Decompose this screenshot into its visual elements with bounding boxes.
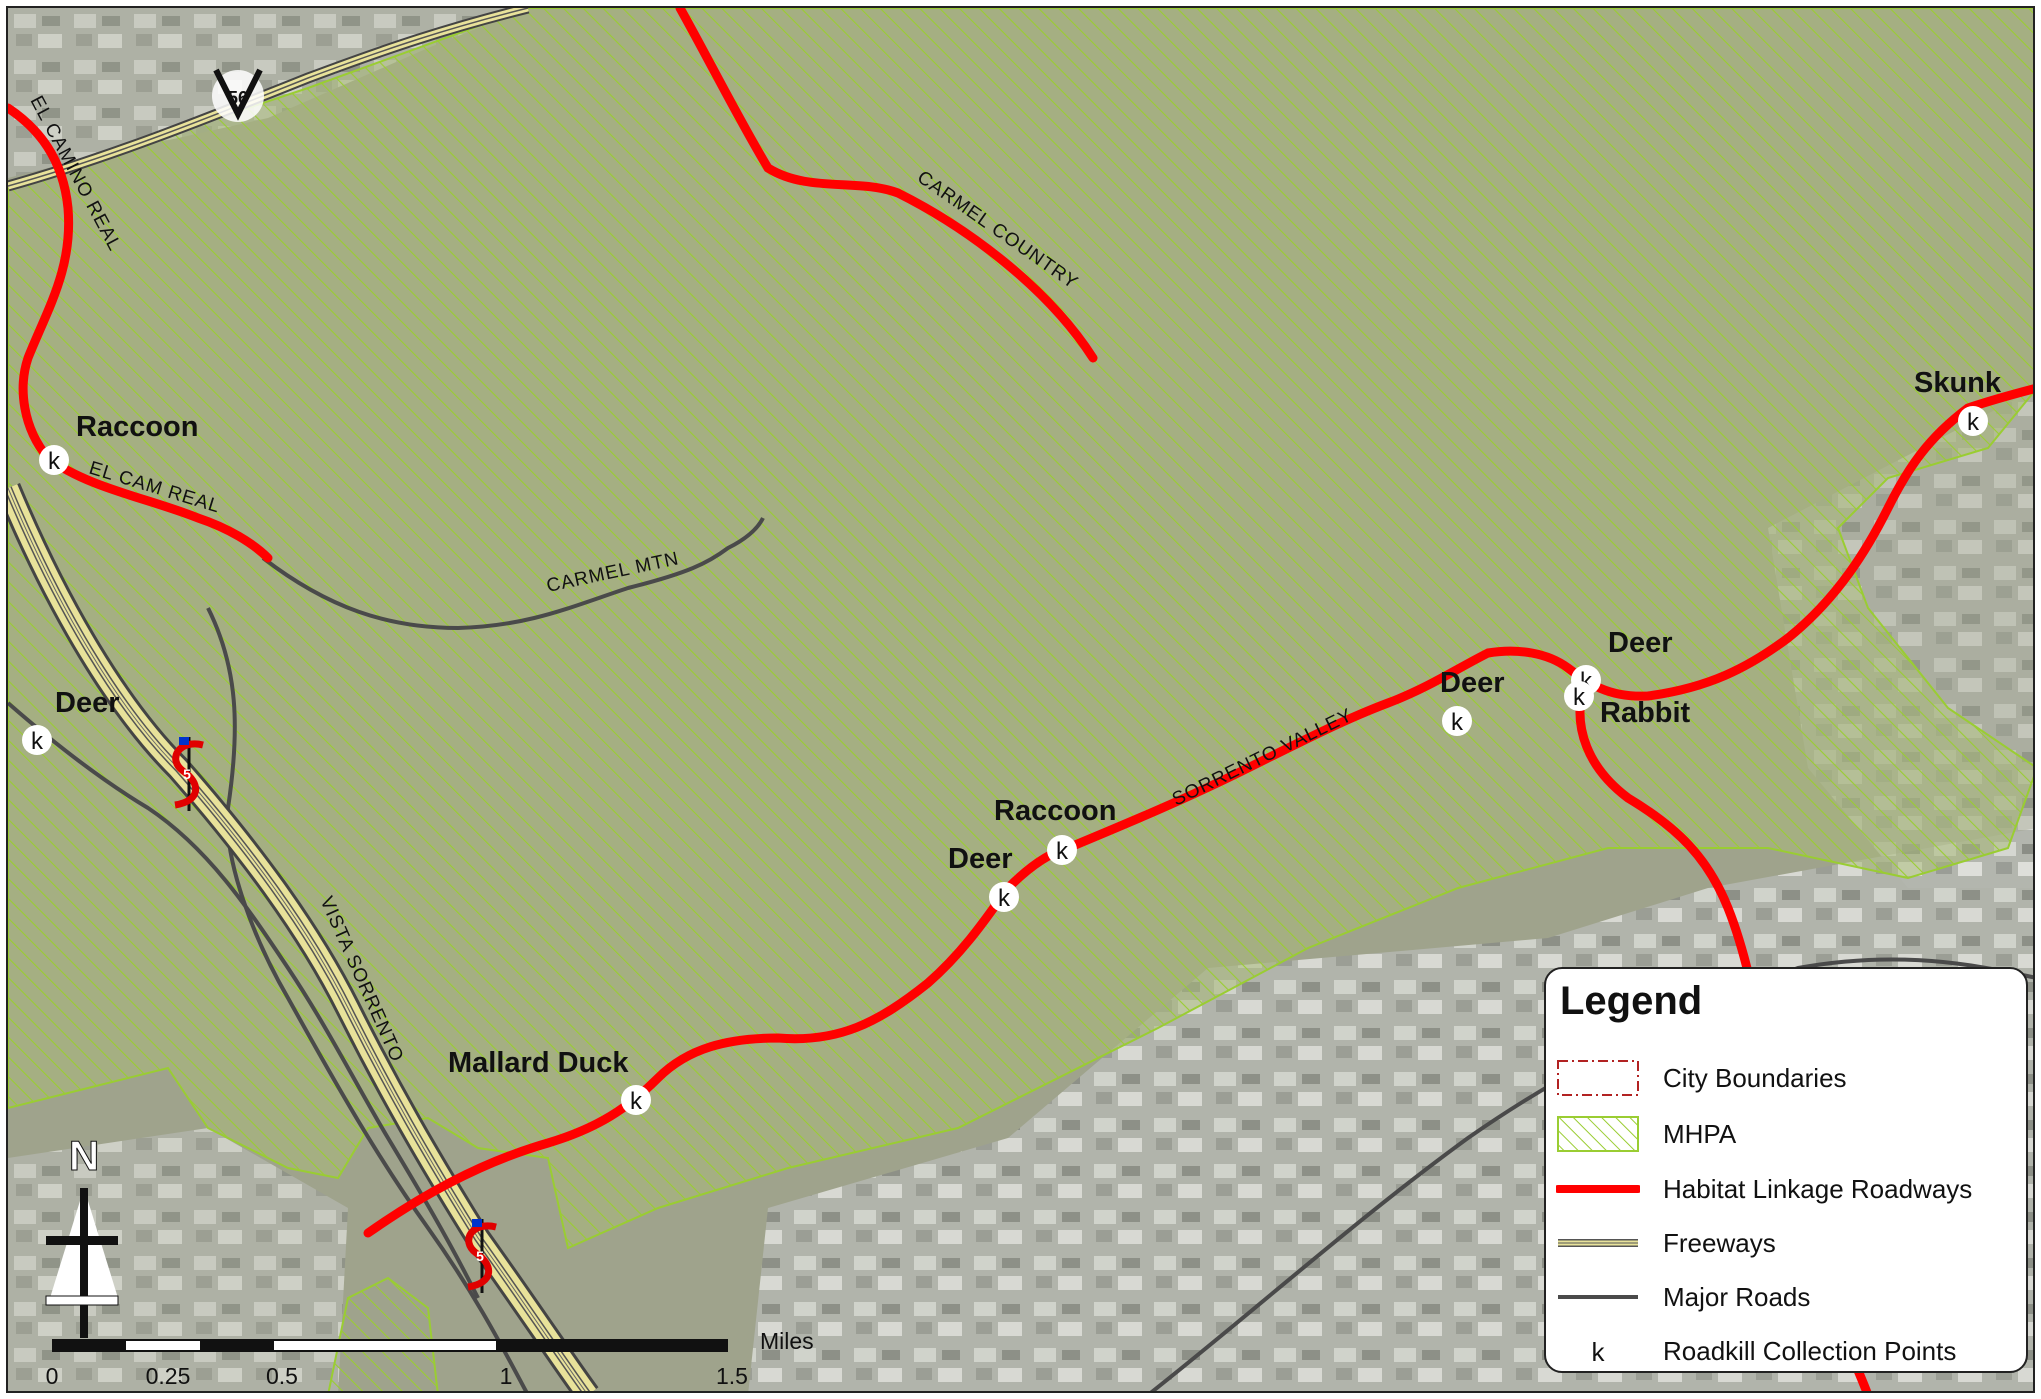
freeway-i-5 — [8, 482, 599, 1391]
svg-text:5: 5 — [183, 766, 191, 782]
highway-shield-i-5-south: 5 — [465, 1219, 497, 1293]
major-road-west — [8, 701, 480, 1299]
roadkill-marker-mallard-duck[interactable]: k — [621, 1085, 651, 1115]
double-yellow-line-icon — [1558, 1239, 1638, 1247]
habitat-road-carmel-country — [675, 8, 1098, 363]
major-road-vista-sorrento — [206, 607, 529, 1391]
scale-unit-label: Miles — [760, 1328, 814, 1354]
legend-item-major-roads: Major Roads — [1556, 1274, 2026, 1320]
svg-text:k: k — [1592, 1337, 1606, 1367]
map-canvas[interactable]: EL CAMINO REAL EL CAM REAL CARMEL COUNTR… — [8, 8, 2035, 1393]
scale-bar: 0 0.25 0.5 1 1.5 Miles — [46, 1328, 814, 1389]
svg-text:N: N — [69, 1132, 99, 1179]
roadkill-marker-deer-west[interactable]: k — [22, 725, 52, 755]
urban-area-southwest — [8, 1128, 348, 1391]
k-symbol-icon: k — [1592, 1337, 1606, 1367]
legend-label-roadkill: Roadkill Collection Points — [1663, 1336, 1957, 1366]
scale-tick-1: 1 — [500, 1363, 513, 1389]
gray-line-icon — [1558, 1295, 1638, 1299]
svg-text:k: k — [1573, 684, 1586, 711]
legend-item-mhpa: MHPA — [1556, 1111, 2026, 1157]
legend-label-habitat-linkage: Habitat Linkage Roadways — [1663, 1174, 1973, 1204]
animal-label-deer-east-north: Deer — [1608, 627, 1673, 659]
legend-item-roadkill: k Roadkill Collection Points — [1556, 1328, 2026, 1374]
animal-label-rabbit: Rabbit — [1600, 697, 1691, 729]
legend-item-city-boundaries: City Boundaries — [1556, 1055, 2026, 1101]
legend-title: Legend — [1560, 979, 1703, 1023]
mhpa-hatch — [8, 8, 2033, 1250]
legend-label-city-boundaries: City Boundaries — [1663, 1063, 1847, 1093]
roadkill-marker-deer-central[interactable]: k — [989, 882, 1019, 912]
map-frame: EL CAMINO REAL EL CAM REAL CARMEL COUNTR… — [6, 6, 2035, 1393]
legend-label-mhpa: MHPA — [1663, 1119, 1737, 1149]
scale-tick-0: 0 — [46, 1363, 59, 1389]
scale-tick-1-5: 1.5 — [716, 1363, 748, 1389]
roadkill-marker-raccoon-central[interactable]: k — [1047, 835, 1077, 865]
legend-item-freeways: Freeways — [1556, 1220, 2026, 1266]
legend-label-freeways: Freeways — [1663, 1228, 1776, 1258]
svg-text:k: k — [1056, 838, 1069, 865]
animal-label-deer-east-west: Deer — [1440, 667, 1505, 699]
dashed-box-icon — [1557, 1060, 1639, 1096]
svg-text:5: 5 — [476, 1248, 484, 1264]
svg-text:56: 56 — [228, 88, 248, 108]
animal-label-raccoon-central: Raccoon — [994, 795, 1116, 827]
animal-label-deer-west: Deer — [55, 687, 120, 719]
svg-text:k: k — [1967, 409, 1980, 436]
highway-shield-sr-56: 56 — [212, 68, 264, 122]
roadkill-marker-raccoon-west[interactable]: k — [39, 445, 69, 475]
thick-red-line-icon — [1556, 1185, 1640, 1193]
roadkill-marker-deer-east-west[interactable]: k — [1442, 706, 1472, 736]
scale-tick-0-5: 0.5 — [266, 1363, 298, 1389]
animal-label-deer-central: Deer — [948, 843, 1013, 875]
svg-text:k: k — [998, 885, 1011, 912]
scale-tick-0-25: 0.25 — [146, 1363, 191, 1389]
animal-label-raccoon-west: Raccoon — [76, 411, 198, 443]
hatched-box-icon — [1557, 1116, 1639, 1152]
north-arrow: N — [45, 1132, 119, 1338]
svg-text:k: k — [630, 1088, 643, 1115]
freeway-sr-56 — [8, 8, 530, 192]
svg-text:k: k — [48, 448, 61, 475]
roadkill-marker-rabbit[interactable]: k — [1564, 681, 1594, 711]
animal-label-skunk: Skunk — [1914, 367, 2002, 399]
legend-panel: Legend City Boundaries MHPA Habitat Link… — [1544, 967, 2028, 1373]
habitat-road-el-camino-real — [8, 103, 273, 563]
legend-item-habitat-linkage: Habitat Linkage Roadways — [1556, 1166, 2026, 1212]
roadkill-marker-skunk[interactable]: k — [1958, 406, 1988, 436]
animal-label-mallard-duck: Mallard Duck — [448, 1047, 629, 1079]
svg-text:k: k — [31, 728, 44, 755]
habitat-road-sorrento-valley — [363, 384, 2033, 1238]
svg-text:k: k — [1451, 709, 1464, 736]
legend-label-major-roads: Major Roads — [1663, 1282, 1811, 1312]
major-road-carmel-mtn — [261, 517, 765, 631]
highway-shield-i-5-north: 5 — [172, 737, 204, 811]
